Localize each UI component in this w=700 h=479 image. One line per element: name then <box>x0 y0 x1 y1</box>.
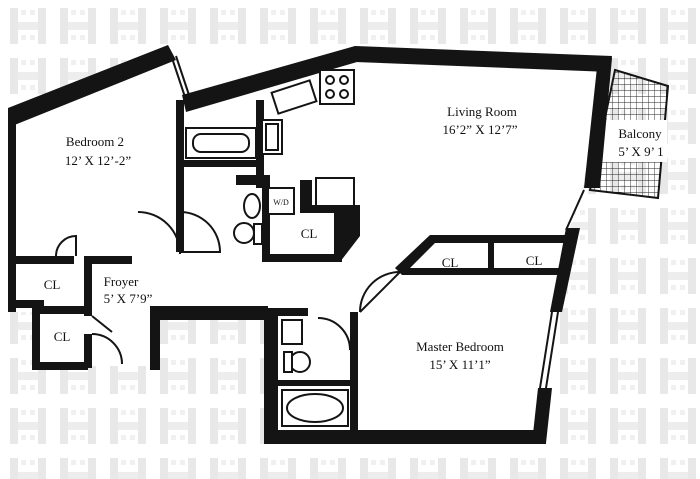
bedroom2-name: Bedroom 2 <box>66 134 124 149</box>
balcony <box>588 68 670 200</box>
closet-label-master-left: CL <box>442 255 459 270</box>
doors <box>55 211 403 365</box>
closet-label-hall: CL <box>301 226 318 241</box>
windows <box>171 55 585 389</box>
master-bedroom-name: Master Bedroom <box>416 339 504 354</box>
foyer-name: Froyer <box>104 274 139 289</box>
fixtures <box>185 69 355 427</box>
living-room-size: 16’2” X 12’7” <box>442 122 517 137</box>
washer-dryer-label: W/D <box>273 198 289 207</box>
closet-label-bedroom2: CL <box>44 277 61 292</box>
interior-walls <box>12 100 568 430</box>
foyer-size: 5’ X 7’9” <box>104 291 153 306</box>
living-room-name: Living Room <box>447 104 517 119</box>
unit-interior <box>12 52 605 444</box>
master-bedroom-size: 15’ X 11’1” <box>429 357 491 372</box>
balcony-name: Balcony <box>618 126 662 141</box>
bedroom2-size: 12’ X 12’-2” <box>65 153 131 168</box>
exterior-walls <box>8 45 612 444</box>
closet-label-master-right: CL <box>526 253 543 268</box>
balcony-size: 5’ X 9’ 1 <box>618 144 663 159</box>
closet-label-foyer: CL <box>54 329 71 344</box>
